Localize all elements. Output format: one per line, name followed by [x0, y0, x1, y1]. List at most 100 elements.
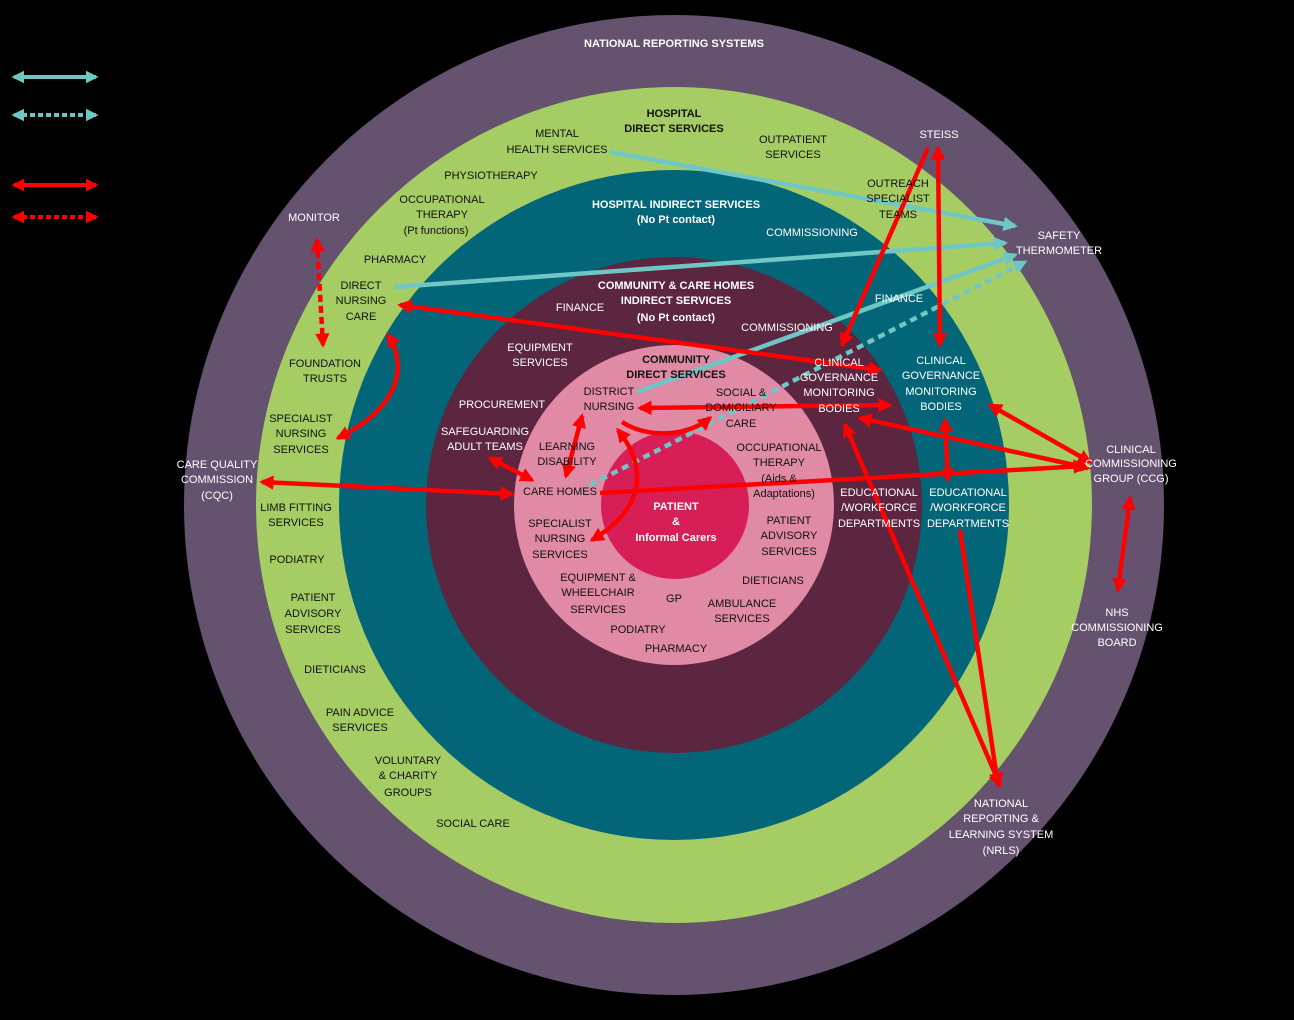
social-domiciliary-label-1: SOCIAL & — [716, 387, 767, 399]
edu-hosp-label-2: /WORKFORCE — [930, 502, 1006, 514]
voluntary-label-1: VOLUNTARY — [375, 755, 442, 767]
dieticians-comm-label: DIETICIANS — [742, 575, 804, 587]
direct-nursing-label-1: DIRECT — [341, 280, 382, 292]
nrls-label-1: NATIONAL — [974, 798, 1028, 810]
red-arrow-steiss-cg — [930, 145, 948, 348]
hospital-direct-title-2: DIRECT SERVICES — [624, 123, 723, 135]
cg-bodies-comm-label-4: BODIES — [818, 403, 860, 415]
red-arrow-district-social — [637, 397, 893, 416]
limb-fitting-label-2: SERVICES — [268, 517, 323, 529]
teal-arrow-direct-nursing — [394, 236, 1008, 290]
teal-arrow-mental-health — [609, 149, 1018, 232]
occ-therapy-pt-label-2: THERAPY — [416, 209, 469, 221]
pain-advice-label-2: SERVICES — [332, 722, 387, 734]
ambulance-label-2: SERVICES — [714, 613, 769, 625]
foundation-trusts-label-1: FOUNDATION — [289, 358, 361, 370]
community-indirect-title-3: (No Pt contact) — [637, 312, 716, 324]
podiatry-hosp-label: PODIATRY — [269, 554, 325, 566]
outreach-label-3: TEAMS — [879, 209, 917, 221]
pharmacy-hosp-label: PHARMACY — [364, 254, 427, 266]
hospital-direct-title-1: HOSPITAL — [647, 108, 702, 120]
mental-health-label-1: MENTAL — [535, 128, 579, 140]
equipment-services-label-2: SERVICES — [512, 357, 567, 369]
cg-bodies-hosp-label-2: GOVERNANCE — [902, 370, 980, 382]
learning-disability-label-2: DISABILITY — [537, 456, 597, 468]
voluntary-label-2: & CHARITY — [379, 770, 438, 782]
social-domiciliary-label-3: CARE — [726, 418, 757, 430]
ccg-label-2: COMMISSIONING — [1085, 458, 1177, 470]
patient-advisory-hosp-label-1: PATIENT — [291, 592, 336, 604]
ambulance-label-1: AMBULANCE — [708, 598, 776, 610]
nhs-board-label-1: NHS — [1105, 607, 1128, 619]
red-arrow-district-specialist — [589, 427, 640, 542]
limb-fitting-label-1: LIMB FITTING — [260, 502, 332, 514]
finance-hosp-label: FINANCE — [875, 293, 923, 305]
patient-label-3: Informal Carers — [635, 532, 716, 544]
cg-bodies-hosp-label-1: CLINICAL — [916, 355, 966, 367]
red-arrow-cg-hosp-ccg — [987, 403, 1093, 464]
physiotherapy-label: PHYSIOTHERAPY — [444, 170, 538, 182]
care-homes-label: CARE HOMES — [523, 486, 597, 498]
national-ring-title: NATIONAL REPORTING SYSTEMS — [584, 38, 764, 50]
specialist-nursing-comm-label-3: SERVICES — [532, 549, 587, 561]
equipment-wheelchair-label-1: EQUIPMENT & — [560, 572, 636, 584]
community-direct-title-2: DIRECT SERVICES — [626, 369, 725, 381]
red-arrow-direct-nursing-specialist — [335, 332, 401, 441]
cg-bodies-comm-label-3: MONITORING — [803, 387, 874, 399]
specialist-nursing-comm-label-1: SPECIALIST — [528, 518, 592, 530]
district-nursing-label-2: NURSING — [584, 401, 635, 413]
gp-label: GP — [666, 593, 682, 605]
occ-therapy-pt-label-3: (Pt functions) — [404, 225, 469, 237]
community-direct-title-1: COMMUNITY — [642, 354, 710, 366]
safeguarding-label-2: ADULT TEAMS — [447, 441, 523, 453]
equipment-services-label-1: EQUIPMENT — [507, 342, 573, 354]
nrls-label-3: LEARNING SYSTEM — [949, 829, 1054, 841]
edu-comm-label-1: EDUCATIONAL — [840, 487, 917, 499]
social-domiciliary-label-2: DOMICILIARY — [705, 402, 777, 414]
cg-bodies-hosp-label-4: BODIES — [920, 401, 962, 413]
occ-therapy-aids-label-2: THERAPY — [753, 457, 806, 469]
cg-bodies-hosp-label-3: MONITORING — [905, 386, 976, 398]
procurement-label: PROCUREMENT — [459, 399, 545, 411]
edu-hosp-label-3: DEPARTMENTS — [927, 518, 1009, 530]
edu-comm-label-3: DEPARTMENTS — [838, 518, 920, 530]
voluntary-label-3: GROUPS — [384, 787, 432, 799]
safeguarding-label-1: SAFEGUARDING — [441, 426, 529, 438]
red-arrow-district-loop — [620, 416, 713, 436]
pain-advice-label-1: PAIN ADVICE — [326, 707, 394, 719]
monitor-label: MONITOR — [288, 212, 340, 224]
specialist-nursing-hosp-label-2: NURSING — [276, 428, 327, 440]
ccg-label-1: CLINICAL — [1106, 444, 1156, 456]
outreach-label-1: OUTREACH — [867, 178, 929, 190]
red-arrow-ccg-nhs — [1112, 495, 1136, 593]
patient-advisory-hosp-label-2: ADVISORY — [285, 608, 342, 620]
nhs-board-label-3: BOARD — [1097, 637, 1136, 649]
legend — [11, 70, 99, 224]
commissioning-hosp-label: COMMISSIONING — [766, 227, 858, 239]
patient-advisory-hosp-label-3: SERVICES — [285, 624, 340, 636]
community-indirect-title-2: INDIRECT SERVICES — [621, 295, 731, 307]
direct-nursing-label-2: NURSING — [336, 295, 387, 307]
district-nursing-label-1: DISTRICT — [584, 386, 635, 398]
hospital-indirect-title-1: HOSPITAL INDIRECT SERVICES — [592, 199, 760, 211]
nrls-label-2: REPORTING & — [963, 813, 1039, 825]
edu-comm-label-2: /WORKFORCE — [841, 502, 917, 514]
outpatient-label-1: OUTPATIENT — [759, 134, 827, 146]
cqc-label-3: (CQC) — [201, 490, 233, 502]
specialist-nursing-comm-label-2: NURSING — [535, 533, 586, 545]
occ-therapy-pt-label-1: OCCUPATIONAL — [399, 194, 484, 206]
red-arrow-learning-disability — [562, 413, 586, 479]
patient-label-1: PATIENT — [653, 501, 699, 513]
steiss-label: STEISS — [919, 129, 958, 141]
safety-thermometer-label-1: SAFETY — [1038, 230, 1081, 242]
red-arrow-edu-cg — [938, 417, 955, 483]
hospital-indirect-title-2: (No Pt contact) — [637, 214, 716, 226]
specialist-nursing-hosp-label-1: SPECIALIST — [269, 413, 333, 425]
occ-therapy-aids-label-1: OCCUPATIONAL — [736, 442, 821, 454]
outreach-label-2: SPECIALIST — [866, 193, 930, 205]
commissioning-comm-label: COMMISSIONING — [741, 322, 833, 334]
outpatient-label-2: SERVICES — [765, 149, 820, 161]
social-care-label: SOCIAL CARE — [436, 818, 510, 830]
community-indirect-title-1: COMMUNITY & CARE HOMES — [598, 280, 754, 292]
